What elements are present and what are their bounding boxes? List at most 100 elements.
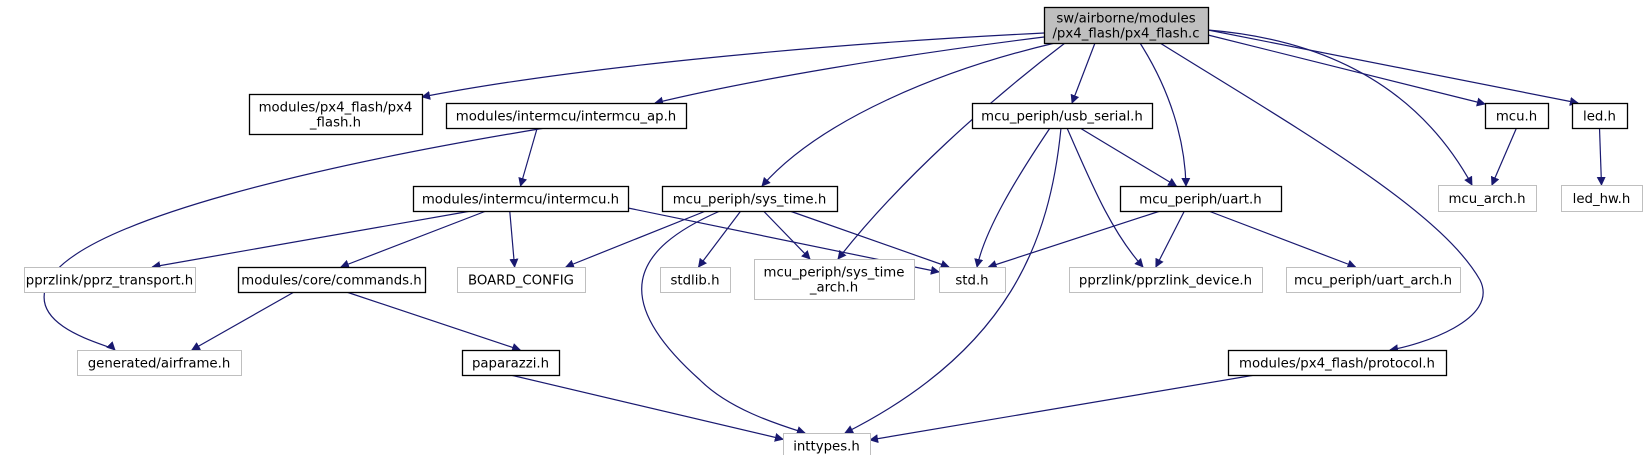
node-label: mcu_periph/uart.h <box>1139 193 1261 208</box>
node-label: mcu.h <box>1496 110 1537 125</box>
node-mcu-arch-h: mcu_arch.h <box>1438 185 1537 212</box>
node-led-hw-h: led_hw.h <box>1561 185 1643 212</box>
edge-sys-time-h-to-board-config <box>564 210 706 269</box>
node-label: modules/core/commands.h <box>241 274 421 289</box>
node-pprzlink-device-h: pprzlink/pprzlink_device.h <box>1069 267 1263 293</box>
edge-intermcu-ap-h-to-airframe-h <box>43 127 546 351</box>
edge-root-to-led-h <box>1207 29 1579 106</box>
node-label: modules/intermcu/intermcu_ap.h <box>456 110 677 125</box>
edge-root-to-intermcu-ap-h <box>654 36 1045 106</box>
node-box <box>248 93 424 136</box>
node-label: mcu_arch.h <box>1448 192 1525 207</box>
node-label: mcu_periph/sys_time.h <box>673 193 827 208</box>
node-box <box>754 259 915 300</box>
node-box <box>1227 349 1448 377</box>
node-box <box>1438 185 1537 212</box>
node-box <box>237 266 427 294</box>
edge-led-h-to-led-hw-h <box>1596 127 1606 186</box>
node-box <box>939 267 1006 293</box>
edge-intermcu-h-to-board-config <box>509 210 519 268</box>
node-label: BOARD_CONFIG <box>468 274 574 289</box>
node-stdlib-h: stdlib.h <box>660 267 731 293</box>
edge-root-to-sys-time-arch-h <box>837 42 1066 260</box>
node-board-config: BOARD_CONFIG <box>457 267 586 293</box>
node-label: pprzlink/pprz_transport.h <box>26 274 193 289</box>
edge-root-to-uart-h <box>1139 42 1191 187</box>
node-label: mcu_periph/usb_serial.h <box>981 110 1143 125</box>
node-label: modules/intermcu/intermcu.h <box>422 193 619 208</box>
node-label: _arch.h <box>809 281 858 296</box>
edge-paparazzi-h-to-inttypes-h <box>510 374 784 442</box>
edge-mcu-h-to-mcu-arch-h <box>1490 127 1518 186</box>
node-label: modules/px4_flash/px4 <box>259 101 413 116</box>
node-uart-arch-h: mcu_periph/uart_arch.h <box>1286 267 1461 293</box>
edge-root-to-sys-time-h <box>761 42 1056 187</box>
edge-root-to-mcu-h <box>1207 34 1486 107</box>
node-led-h[interactable]: led.h <box>1571 102 1629 130</box>
edge-root-to-px4-flash-h <box>421 32 1045 100</box>
node-airframe-h: generated/airframe.h <box>77 350 242 376</box>
node-root[interactable]: sw/airborne/modules/px4_flash/px4_flash.… <box>1043 6 1210 45</box>
node-box <box>661 185 839 213</box>
edges-layer <box>43 29 1606 444</box>
node-commands-h[interactable]: modules/core/commands.h <box>237 266 427 294</box>
edge-uart-h-to-std-h <box>987 210 1161 269</box>
node-box <box>457 267 586 293</box>
edge-usb-serial-h-to-uart-h <box>1079 127 1178 187</box>
node-uart-h[interactable]: mcu_periph/uart.h <box>1119 185 1283 213</box>
node-box <box>445 102 688 130</box>
node-pprz-transport-h: pprzlink/pprz_transport.h <box>24 267 196 293</box>
node-box <box>660 267 731 293</box>
node-label: led_hw.h <box>1573 192 1631 207</box>
edge-uart-h-to-pprzlink-device-h <box>1155 210 1185 268</box>
edge-sys-time-h-to-sys-time-arch-h <box>763 210 811 260</box>
node-sys-time-arch-h: mcu_periph/sys_time_arch.h <box>754 259 915 300</box>
node-box <box>971 102 1154 130</box>
node-box <box>1043 6 1210 45</box>
node-label: led.h <box>1583 110 1616 125</box>
node-box <box>77 350 242 376</box>
node-label: std.h <box>955 274 988 289</box>
edge-root-to-usb-serial-h <box>1070 42 1096 104</box>
node-box <box>1484 102 1550 130</box>
node-label: paparazzi.h <box>472 357 549 372</box>
edge-commands-h-to-paparazzi-h <box>346 291 522 352</box>
node-usb-serial-h[interactable]: mcu_periph/usb_serial.h <box>971 102 1154 130</box>
node-label: stdlib.h <box>670 274 719 289</box>
node-label: mcu_periph/uart_arch.h <box>1294 274 1452 289</box>
node-intermcu-h[interactable]: modules/intermcu/intermcu.h <box>412 185 630 213</box>
node-protocol-h[interactable]: modules/px4_flash/protocol.h <box>1227 349 1448 377</box>
node-paparazzi-h[interactable]: paparazzi.h <box>461 349 561 377</box>
node-box <box>24 267 196 293</box>
edge-intermcu-h-to-pprz-transport-h <box>151 210 472 271</box>
node-intermcu-ap-h[interactable]: modules/intermcu/intermcu_ap.h <box>445 102 688 130</box>
node-box <box>1119 185 1283 213</box>
node-box <box>1069 267 1263 293</box>
edge-uart-h-to-uart-arch-h <box>1208 210 1357 269</box>
node-sys-time-h[interactable]: mcu_periph/sys_time.h <box>661 185 839 213</box>
node-label: /px4_flash/px4_flash.c <box>1052 27 1199 42</box>
node-px4-flash-h[interactable]: modules/px4_flash/px4_flash.h <box>248 93 424 136</box>
node-label: inttypes.h <box>793 440 860 455</box>
nodes-layer: sw/airborne/modules/px4_flash/px4_flash.… <box>24 6 1643 455</box>
edge-sys-time-h-to-std-h <box>789 210 950 269</box>
node-box <box>783 433 871 455</box>
node-label: modules/px4_flash/protocol.h <box>1239 357 1435 372</box>
node-box <box>412 185 630 213</box>
node-box <box>1571 102 1629 130</box>
node-label: _flash.h <box>309 116 361 131</box>
node-inttypes-h: inttypes.h <box>783 433 871 455</box>
node-mcu-h[interactable]: mcu.h <box>1484 102 1550 130</box>
edge-root-to-mcu-arch-h <box>1207 29 1473 186</box>
node-box <box>1561 185 1643 212</box>
node-label: mcu_periph/sys_time <box>764 266 905 281</box>
node-label: sw/airborne/modules <box>1056 12 1195 27</box>
edge-root-to-protocol-h <box>1159 42 1484 354</box>
node-std-h: std.h <box>939 267 1006 293</box>
edge-sys-time-h-to-stdlib-h <box>697 210 742 268</box>
edge-intermcu-h-to-commands-h <box>340 210 487 269</box>
edge-protocol-h-to-inttypes-h <box>869 374 1256 444</box>
edge-intermcu-ap-h-to-intermcu-h <box>518 127 538 187</box>
edge-usb-serial-h-to-std-h <box>974 127 1051 268</box>
edge-commands-h-to-airframe-h <box>191 291 295 351</box>
